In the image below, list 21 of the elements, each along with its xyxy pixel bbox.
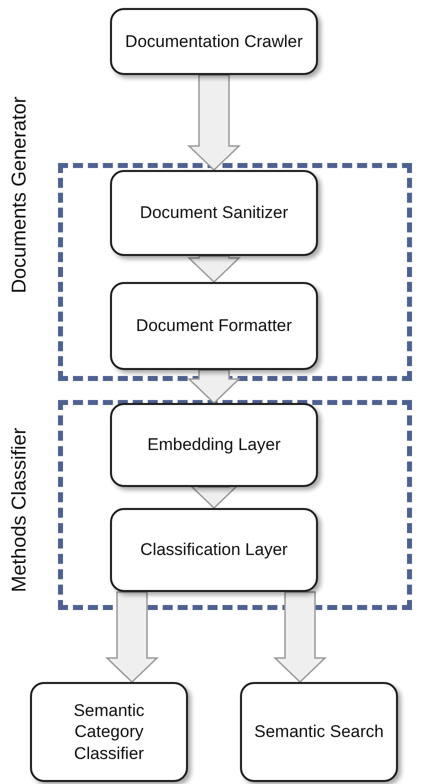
block-arrow	[187, 255, 241, 284]
block-arrow	[187, 369, 241, 404]
box-label: Document Sanitizer	[138, 202, 290, 224]
process-box	[110, 282, 318, 370]
process-box	[110, 403, 318, 487]
box-label: Embedding Layer	[146, 434, 282, 456]
group-label: Documents Generator	[8, 96, 32, 294]
process-box	[240, 682, 398, 782]
box-label: Documentation Crawler	[124, 30, 304, 52]
process-box	[110, 8, 318, 75]
box-label: Semantic Category Classifier	[72, 700, 146, 764]
box-label: Classification Layer	[139, 539, 289, 561]
box-label: Document Formatter	[135, 315, 293, 337]
block-arrow	[187, 74, 241, 172]
process-box	[110, 508, 318, 592]
block-arrow	[273, 591, 327, 684]
process-box	[110, 170, 318, 256]
process-box	[30, 682, 188, 782]
box-label: Semantic Search	[253, 721, 385, 743]
group-label: Methods Classifier	[8, 428, 32, 592]
block-arrow	[105, 591, 159, 684]
